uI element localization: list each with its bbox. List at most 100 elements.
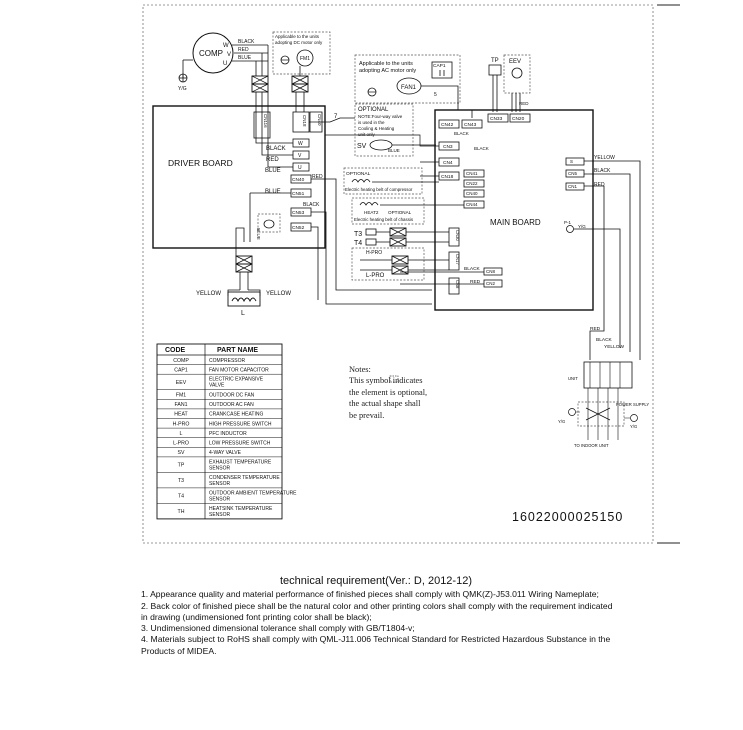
driver-wires: BLACK RED BLUE BLUE RED BLACK 7 BLUE <box>235 112 432 305</box>
pe-terminal-icon <box>566 225 574 233</box>
svg-text:Y/G: Y/G <box>630 424 637 429</box>
svg-text:CN18: CN18 <box>441 174 454 180</box>
table-cell-part: SENSOR <box>209 512 231 518</box>
pressure-switches-optional: H-PRO L-PRO <box>351 247 449 281</box>
svg-text:This symbol indicates: This symbol indicates <box>349 376 423 385</box>
svg-text:CN40: CN40 <box>466 191 478 196</box>
tech-line: in drawing (undimensioned font printing … <box>141 611 372 622</box>
svg-text:RED: RED <box>470 279 481 285</box>
svg-text:unit only: unit only <box>358 132 376 137</box>
svg-text:the actual shape shall: the actual shape shall <box>349 399 421 408</box>
svg-text:CN20: CN20 <box>512 116 525 122</box>
table-cell-code: CAP1 <box>174 367 188 373</box>
table-cell-part: COMPRESSOR <box>209 358 246 364</box>
table-cell-part: EXHAUST TEMPERATURE <box>209 459 272 465</box>
table-cell-part: HIGH PRESSURE SWITCH <box>209 421 272 427</box>
tech-line: 2. Back color of finished piece shall be… <box>141 600 613 611</box>
table-cell-code: HEAT <box>174 412 188 418</box>
table-cell-part: SENSOR <box>209 465 231 471</box>
table-cell-code: COMP <box>173 358 189 364</box>
svg-text:T4: T4 <box>354 240 362 247</box>
optional-filter <box>257 213 281 233</box>
tech-line: Products of MIDEA. <box>141 645 217 656</box>
table-cell-code: FAN1 <box>175 402 188 408</box>
svg-text:HEAT2: HEAT2 <box>364 210 379 215</box>
svg-text:BLUE: BLUE <box>238 55 252 61</box>
dc-fan-optional: Applicable to the units adopting DC moto… <box>272 31 331 76</box>
table-cell-part: HEATSINK TEMPERATURE <box>209 506 273 512</box>
svg-text:CN40: CN40 <box>292 177 305 183</box>
optional-symbol-icon <box>389 375 399 383</box>
svg-text:5: 5 <box>434 92 437 98</box>
svg-text:CN3: CN3 <box>443 144 453 150</box>
svg-text:RED: RED <box>519 101 529 106</box>
table-cell-code: H-PRO <box>173 421 190 427</box>
svg-text:Y/G: Y/G <box>558 419 565 424</box>
tp-sensor: TP <box>488 58 502 112</box>
heater-coil-icon <box>351 179 371 183</box>
main-connectors: CN42 CN43 CN33 CN20 BLACK CN3 BLACK CN4 … <box>438 113 586 295</box>
pfc-inductor-icon: YELLOW YELLOW L <box>196 291 291 317</box>
part-number: 16022000025150 <box>512 510 623 524</box>
table-cell-code: TH <box>178 509 185 515</box>
svg-text:UNIT: UNIT <box>568 376 578 381</box>
svg-text:7: 7 <box>334 114 338 120</box>
heater-2-optional: HEAT2 OPTIONAL Electric heating belt of … <box>351 197 464 225</box>
table-cell-code: TP <box>178 463 185 469</box>
svg-text:EEV: EEV <box>509 59 521 65</box>
compressor: COMP W V U BLACK RED BLUE <box>192 32 269 76</box>
table-cell-code: L-PRO <box>173 441 189 447</box>
svg-text:OPTIONAL: OPTIONAL <box>388 210 412 215</box>
svg-text:CN51: CN51 <box>292 191 305 197</box>
svg-text:OPTIONAL: OPTIONAL <box>358 107 389 113</box>
svg-text:U: U <box>223 61 227 67</box>
svg-text:BLACK: BLACK <box>596 337 613 343</box>
svg-text:Y/G: Y/G <box>578 224 586 229</box>
svg-text:P-1: P-1 <box>564 220 572 225</box>
heater-1-optional: OPTIONAL Electric heating belt of compre… <box>343 167 439 195</box>
svg-text:CN116: CN116 <box>263 114 268 128</box>
svg-text:CN4: CN4 <box>443 160 453 166</box>
svg-text:H-PRO: H-PRO <box>366 250 382 256</box>
main-wires: YELLOW BLACK RED BLACK RED <box>325 134 641 360</box>
svg-text:BLACK: BLACK <box>303 202 320 208</box>
svg-text:FM1: FM1 <box>300 56 310 62</box>
svg-text:RED: RED <box>312 174 323 180</box>
svg-text:Cooling & Heating: Cooling & Heating <box>358 126 395 131</box>
inductor-connector <box>227 255 261 296</box>
svg-text:CN1: CN1 <box>568 184 577 189</box>
notes: Notes: This symbol indicates the element… <box>349 365 427 420</box>
svg-text:CN17: CN17 <box>455 254 460 265</box>
svg-text:V: V <box>227 52 231 58</box>
t3-t4-sensors: T3 T4 <box>354 227 449 247</box>
technical-requirement: technical requirement(Ver.: D, 2012-12) … <box>141 575 613 657</box>
driver-connectors: CN116 CN18 CN40 W V U CN40 CN51 CN53 CN5… <box>253 111 323 232</box>
svg-text:BLUE: BLUE <box>265 168 281 174</box>
svg-text:BLACK: BLACK <box>464 266 481 272</box>
svg-text:BLACK: BLACK <box>594 168 611 174</box>
compressor-connector <box>251 75 269 112</box>
table-cell-code: L <box>180 431 183 437</box>
table-cell-code: T3 <box>178 478 184 484</box>
compressor-ground-icon: Y/G <box>178 59 193 92</box>
svg-text:CN8: CN8 <box>486 269 495 274</box>
driver-board-label: DRIVER BOARD <box>168 158 233 168</box>
table-cell-part: CRANKCASE HEATING <box>209 412 263 418</box>
svg-text:RED: RED <box>266 157 279 163</box>
svg-text:CN40: CN40 <box>317 114 322 126</box>
svg-text:adopting AC motor only: adopting AC motor only <box>359 68 416 74</box>
four-way-valve-optional: OPTIONAL NOTE:Four-way valve is used in … <box>354 103 436 157</box>
svg-text:RED: RED <box>238 47 249 53</box>
svg-text:V: V <box>298 153 302 159</box>
table-cell-part: LOW PRESSURE SWITCH <box>209 441 271 447</box>
tech-line: 1. Appearance quality and material perfo… <box>141 589 599 600</box>
svg-text:BLUE: BLUE <box>256 228 261 240</box>
svg-text:CN33: CN33 <box>490 116 503 122</box>
table-header-part: PART NAME <box>217 347 258 354</box>
svg-text:Applicable to the units: Applicable to the units <box>359 61 413 67</box>
table-cell-part: 4-WAY VALVE <box>209 450 242 456</box>
svg-text:YELLOW: YELLOW <box>196 291 221 297</box>
fan-connector <box>291 75 309 112</box>
driver-board <box>152 105 326 249</box>
